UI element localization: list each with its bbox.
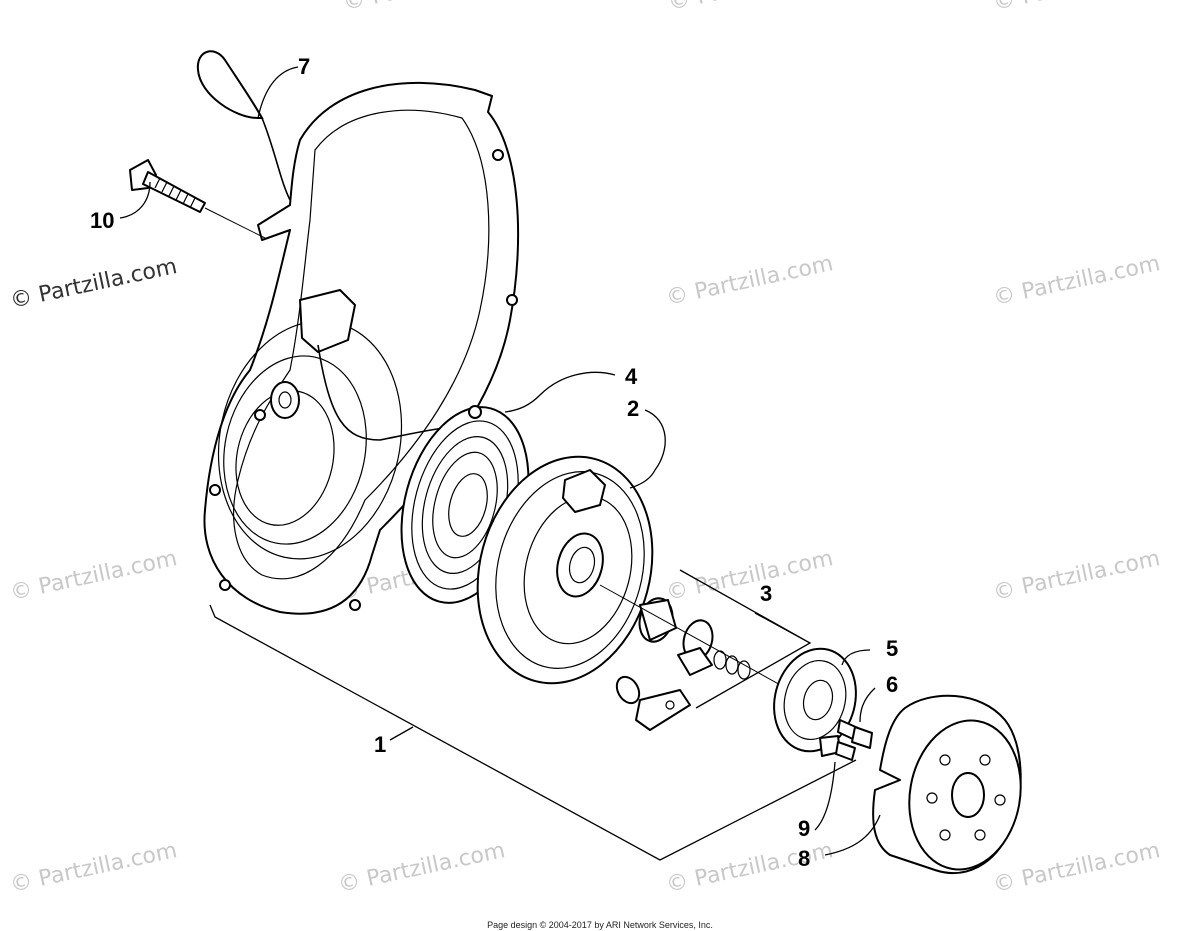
screw-6-illustration (837, 719, 873, 749)
leader-line-6 (859, 687, 876, 723)
pulley-2-illustration (476, 455, 654, 685)
bolt-10-illustration (129, 159, 266, 239)
leader-line-8 (824, 814, 881, 856)
starter-housing-illustration (203, 81, 520, 615)
watermark-text: © Partzilla.com (664, 251, 835, 311)
callout-6: 6 (886, 672, 898, 697)
callout-1: 1 (374, 732, 386, 757)
callout-4: 4 (625, 364, 638, 389)
leader-lines (119, 66, 881, 861)
watermark-text: © Partzilla.com (8, 838, 179, 898)
leader-line-4 (504, 371, 616, 413)
leader-line-7 (257, 66, 299, 119)
watermark-text: © Partzilla.com (991, 546, 1162, 606)
callout-labels: 7 10 4 2 3 5 6 1 9 8 (90, 54, 898, 871)
watermark-text: © Partzilla.com (341, 0, 512, 16)
callout-9: 9 (798, 816, 810, 841)
leader-line-1 (389, 726, 414, 741)
callout-3: 3 (760, 581, 772, 606)
watermark-text: © Partzilla.com (991, 251, 1162, 311)
drive-cup-8-illustration (872, 694, 1022, 875)
leader-line-2 (629, 409, 666, 489)
watermark-text: © Partzilla.com (991, 838, 1162, 898)
callout-7: 7 (298, 54, 310, 79)
watermark-text: © Partzilla.com (666, 0, 837, 16)
callout-8: 8 (798, 846, 810, 871)
watermark-text: © Partzilla.com (336, 838, 507, 898)
footer-copyright: Page design © 2004-2017 by ARI Network S… (487, 920, 713, 930)
watermark-text: © Partzilla.com (991, 0, 1162, 16)
leader-line-1-bracket (209, 604, 857, 861)
callout-5: 5 (886, 636, 898, 661)
callout-2: 2 (627, 396, 639, 421)
watermark-text: © Partzilla.com (8, 254, 179, 314)
leader-line-9 (814, 761, 836, 831)
callout-10: 10 (90, 208, 114, 233)
leader-line-5 (841, 649, 871, 666)
leader-line-3-bracket (679, 569, 812, 709)
leader-line-10 (119, 181, 151, 219)
plate-5-illustration (773, 647, 857, 753)
bolt-9-illustration (819, 735, 856, 761)
watermark-text: © Partzilla.com (8, 546, 179, 606)
